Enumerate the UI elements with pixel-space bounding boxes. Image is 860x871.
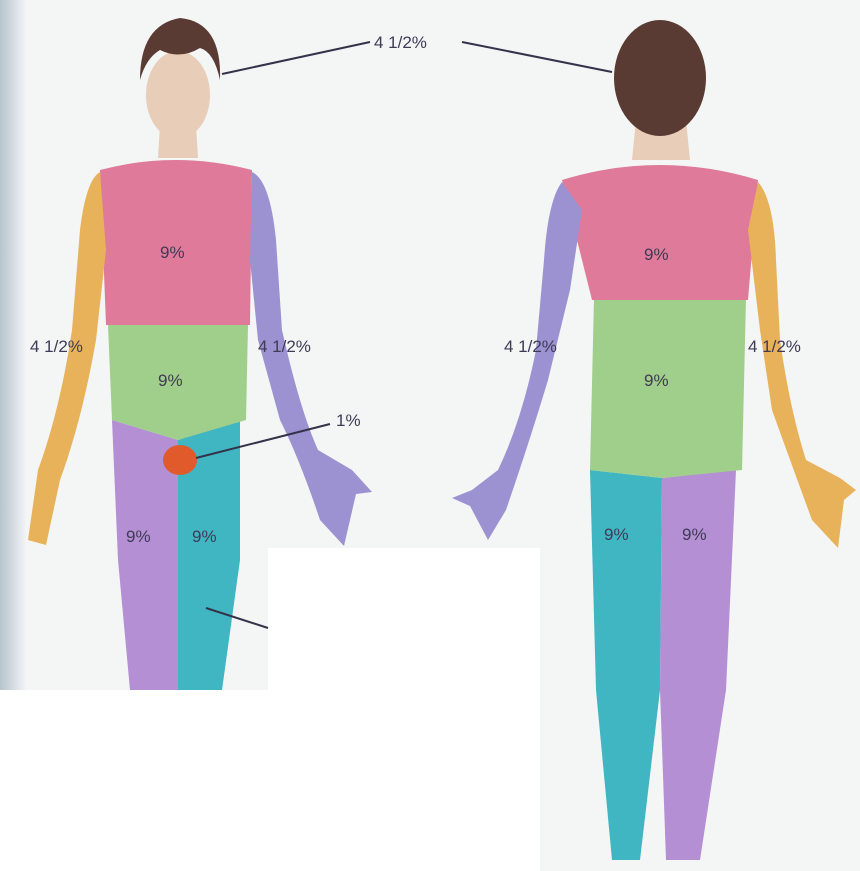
back-right-leg-label: 9% (682, 525, 707, 544)
blank-patch (268, 548, 540, 871)
perineum-label: 1% (336, 411, 361, 430)
front-left-arm-label: 4 1/2% (30, 337, 83, 356)
back-right-arm-label: 4 1/2% (748, 337, 801, 356)
blank-patch-left (0, 690, 270, 871)
front-left-leg-label: 9% (126, 527, 151, 546)
back-upper (562, 165, 758, 300)
front-abdomen-label: 9% (158, 371, 183, 390)
back-hair (614, 20, 706, 136)
back-left-arm-label: 4 1/2% (504, 337, 557, 356)
scan-shadow (0, 0, 26, 690)
head-label: 4 1/2% (374, 33, 427, 52)
front-right-arm-label: 4 1/2% (258, 337, 311, 356)
front-chest-label: 9% (160, 243, 185, 262)
front-right-leg-label: 9% (192, 527, 217, 546)
back-upper-label: 9% (644, 245, 669, 264)
back-left-leg-label: 9% (604, 525, 629, 544)
back-lower-label: 9% (644, 371, 669, 390)
front-perineum (163, 445, 197, 475)
front-face (146, 51, 210, 139)
